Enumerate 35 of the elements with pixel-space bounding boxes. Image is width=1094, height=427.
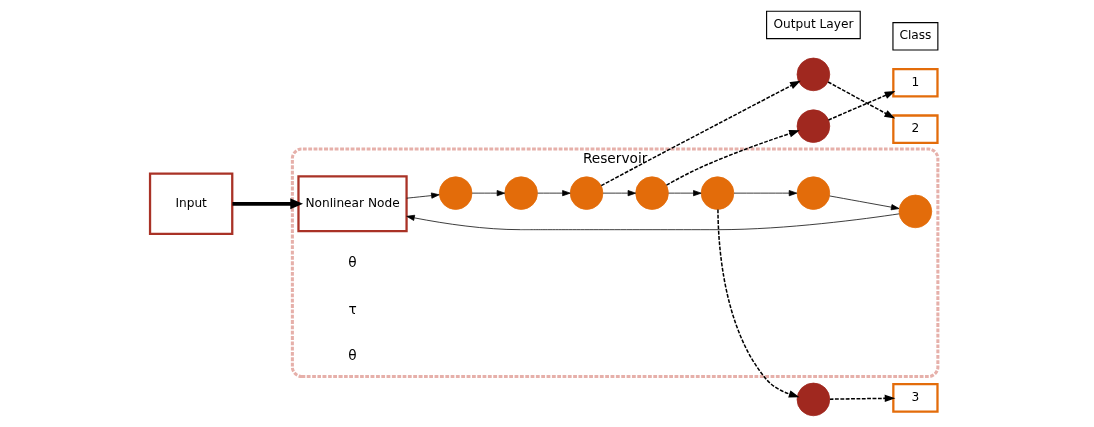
node-circle — [438, 176, 473, 210]
arrow — [600, 80, 801, 187]
node-circle — [796, 109, 831, 143]
label: τ — [348, 300, 357, 317]
arrow — [829, 394, 896, 403]
arrow — [406, 213, 900, 231]
node-circle — [635, 176, 669, 210]
arrow — [471, 190, 506, 197]
arrow — [733, 190, 798, 197]
arrow — [602, 190, 637, 197]
node-box: Input — [148, 172, 234, 235]
node-circle — [796, 57, 831, 92]
label: θ — [348, 347, 357, 364]
arrow — [829, 195, 900, 211]
node-box: Nonlinear Node — [297, 175, 408, 233]
arrow — [827, 91, 896, 121]
label: θ — [348, 254, 357, 271]
node-circle — [796, 176, 831, 210]
node-box: Output Layer — [766, 10, 861, 40]
arrow — [668, 190, 702, 197]
node-circle — [700, 176, 735, 210]
arrow — [232, 198, 304, 210]
arrow — [537, 190, 571, 197]
arrow — [665, 130, 800, 186]
node-circle — [569, 176, 604, 210]
arrow — [827, 81, 896, 119]
arrow — [406, 192, 440, 199]
node-box: 3 — [892, 383, 939, 413]
node-box: Class — [892, 22, 939, 51]
node-circle — [898, 194, 933, 229]
node-circle — [504, 176, 538, 210]
arrow — [717, 208, 800, 398]
node-box: 1 — [892, 67, 939, 98]
node-circle — [796, 382, 831, 417]
node-box: 2 — [892, 114, 939, 145]
